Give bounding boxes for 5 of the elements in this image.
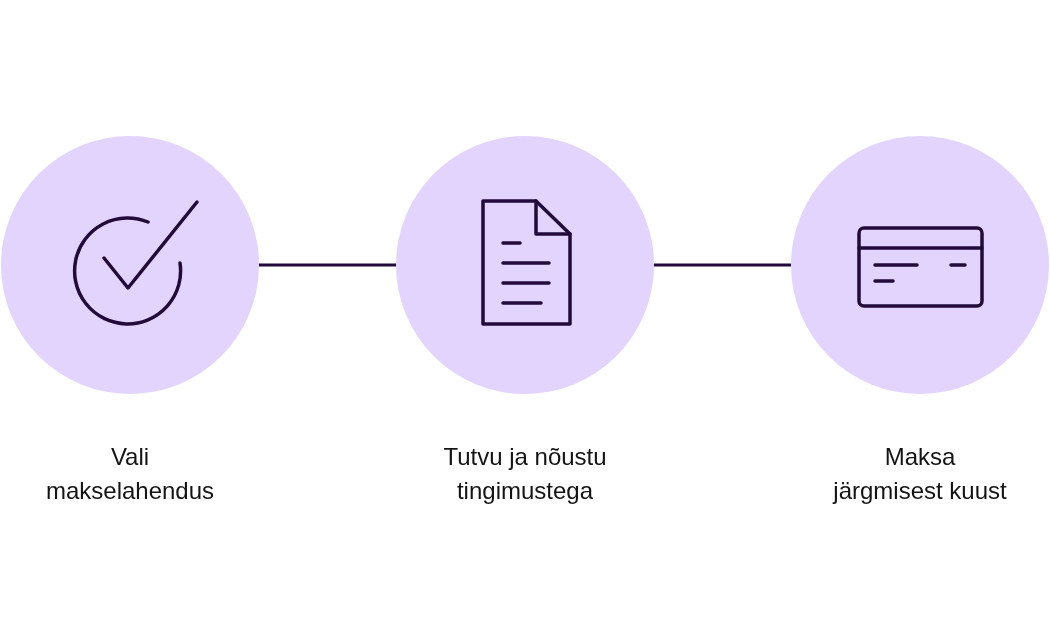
connector-line	[259, 263, 396, 267]
step-label: Maksa järgmisest kuust	[831, 442, 1008, 506]
step-label: Vali makselahendus	[44, 442, 216, 506]
step-label: Tutvu ja nõustu tingimustega	[442, 442, 608, 506]
connector-line	[654, 263, 791, 267]
